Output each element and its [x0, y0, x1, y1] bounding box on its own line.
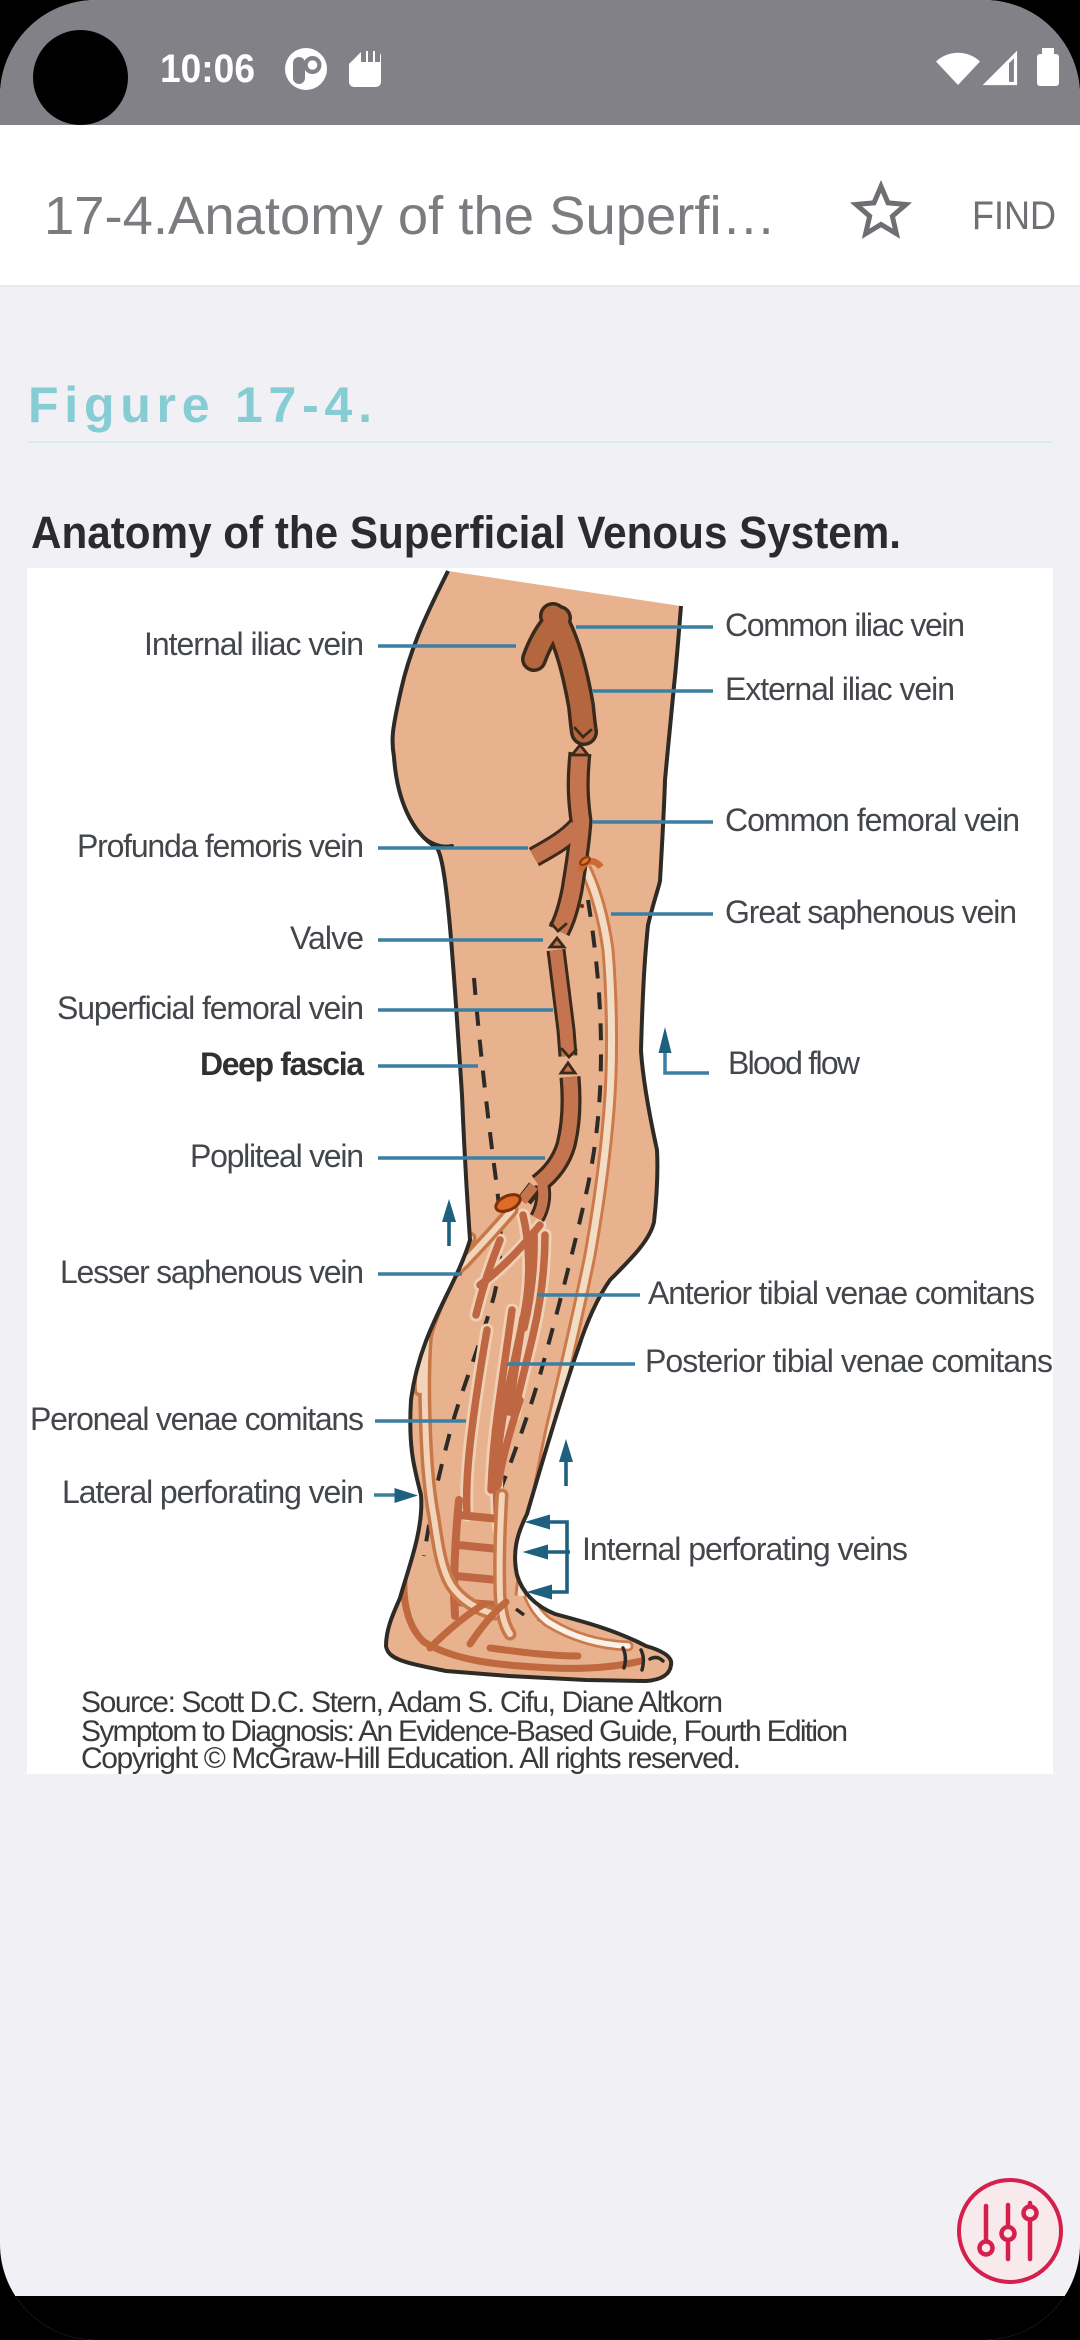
svg-text:17-4.Anatomy of the Superfi…: 17-4.Anatomy of the Superfi… — [44, 186, 776, 246]
svg-text:Lesser saphenous vein: Lesser saphenous vein — [60, 1254, 364, 1290]
svg-text:Copyright © McGraw-Hill Educat: Copyright © McGraw-Hill Education. All r… — [81, 1742, 741, 1774]
svg-text:Popliteal vein: Popliteal vein — [190, 1138, 364, 1174]
svg-text:Posterior tibial venae comitan: Posterior tibial venae comitans — [645, 1343, 1053, 1379]
svg-text:10:06: 10:06 — [160, 47, 255, 91]
svg-text:Common femoral vein: Common femoral vein — [725, 802, 1020, 838]
svg-text:Anatomy of the Superficial Ven: Anatomy of the Superficial Venous System… — [31, 507, 901, 558]
svg-text:External iliac vein: External iliac vein — [725, 671, 955, 707]
svg-text:Internal iliac vein: Internal iliac vein — [144, 626, 364, 662]
svg-text:FIND: FIND — [972, 194, 1056, 238]
svg-text:Great saphenous vein: Great saphenous vein — [725, 894, 1017, 930]
svg-text:Blood flow: Blood flow — [728, 1045, 861, 1081]
svg-text:Anterior tibial venae comitans: Anterior tibial venae comitans — [648, 1275, 1035, 1311]
svg-text:Lateral perforating vein: Lateral perforating vein — [62, 1474, 364, 1510]
svg-text:Internal perforating veins: Internal perforating veins — [582, 1531, 908, 1567]
svg-text:Superficial femoral vein: Superficial femoral vein — [57, 990, 364, 1026]
svg-text:Deep fascia: Deep fascia — [200, 1046, 364, 1082]
svg-text:Symptom to Diagnosis: An Evide: Symptom to Diagnosis: An Evidence-Based … — [81, 1715, 848, 1748]
svg-text:Profunda femoris vein: Profunda femoris vein — [77, 828, 364, 864]
svg-text:Valve: Valve — [290, 920, 364, 956]
svg-text:Common iliac vein: Common iliac vein — [725, 607, 965, 643]
svg-text:Peroneal venae comitans: Peroneal venae comitans — [30, 1401, 364, 1437]
svg-text:Source: Scott D.C. Stern, Adam: Source: Scott D.C. Stern, Adam S. Cifu, … — [81, 1686, 723, 1719]
svg-text:Figure 17-4.: Figure 17-4. — [28, 377, 376, 433]
